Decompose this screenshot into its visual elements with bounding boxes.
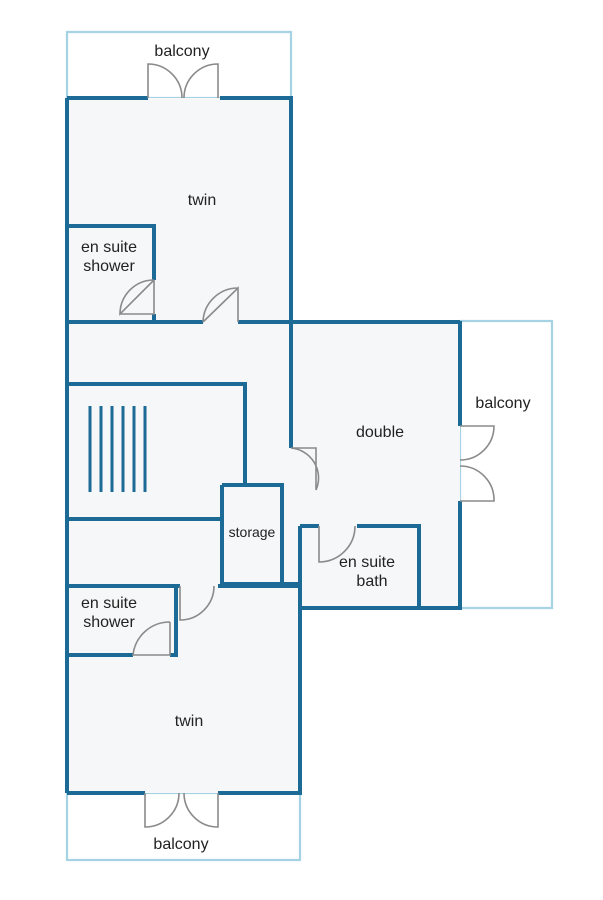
label-double: double bbox=[356, 424, 404, 441]
door-balcony-right bbox=[459, 425, 495, 502]
door-ensuite-shower-top bbox=[119, 279, 155, 316]
label-ensuite-shower-bottom-line2: shower bbox=[83, 614, 135, 631]
label-ensuite-bath-line1: en suite bbox=[339, 554, 395, 571]
twin-bottom-room-walls bbox=[67, 584, 302, 795]
label-ensuite-shower-bottom-line1: en suite bbox=[81, 595, 137, 612]
label-ensuite-bath-line2: bath bbox=[356, 573, 387, 590]
door-double bbox=[290, 447, 320, 491]
balcony-top-area bbox=[65, 30, 293, 100]
ensuite-shower-top-walls bbox=[67, 224, 156, 324]
walls bbox=[65, 96, 462, 795]
doors bbox=[119, 63, 495, 828]
ensuite-bath-walls bbox=[300, 524, 421, 608]
label-twin-bottom: twin bbox=[175, 713, 203, 730]
door-twin-top bbox=[202, 286, 239, 323]
room-labels: balcony twin en suite shower double balc… bbox=[81, 43, 531, 853]
ensuite-shower-bottom-walls bbox=[67, 586, 178, 657]
label-balcony-top: balcony bbox=[154, 43, 209, 60]
double-room-walls bbox=[289, 321, 462, 610]
door-twin-bottom bbox=[179, 585, 215, 621]
label-ensuite-shower-top-line1: en suite bbox=[81, 239, 137, 256]
stair-box-walls bbox=[67, 382, 247, 521]
balcony-bottom-area bbox=[65, 791, 302, 862]
staircase bbox=[88, 406, 147, 492]
label-twin-top: twin bbox=[188, 192, 216, 209]
twin-top-room-walls bbox=[65, 96, 460, 793]
floors bbox=[67, 98, 460, 793]
door-balcony-bottom bbox=[144, 792, 219, 828]
label-storage: storage bbox=[229, 524, 276, 540]
door-balcony-top bbox=[147, 63, 219, 99]
balcony-right-area bbox=[458, 319, 554, 610]
label-balcony-bottom: balcony bbox=[153, 836, 208, 853]
door-ensuite-shower-bottom bbox=[132, 621, 171, 656]
door-ensuite-bath bbox=[318, 525, 356, 563]
label-ensuite-shower-top-line2: shower bbox=[83, 258, 135, 275]
label-balcony-right: balcony bbox=[475, 395, 530, 412]
